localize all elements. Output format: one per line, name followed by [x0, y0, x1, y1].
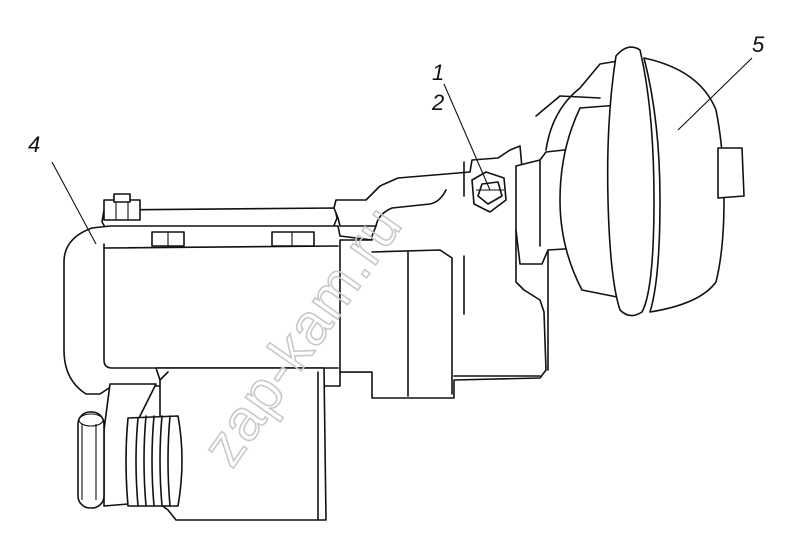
brake-chamber [515, 46, 745, 371]
leader-lines [51, 57, 753, 245]
rubber-boot [77, 411, 183, 509]
callout-2: 2 [431, 90, 444, 115]
callout-4: 4 [28, 132, 40, 157]
bolt-head [103, 193, 141, 221]
housing [63, 207, 373, 395]
lower-housing [155, 367, 327, 521]
callout-1: 1 [432, 60, 444, 85]
callout-5: 5 [752, 32, 765, 57]
